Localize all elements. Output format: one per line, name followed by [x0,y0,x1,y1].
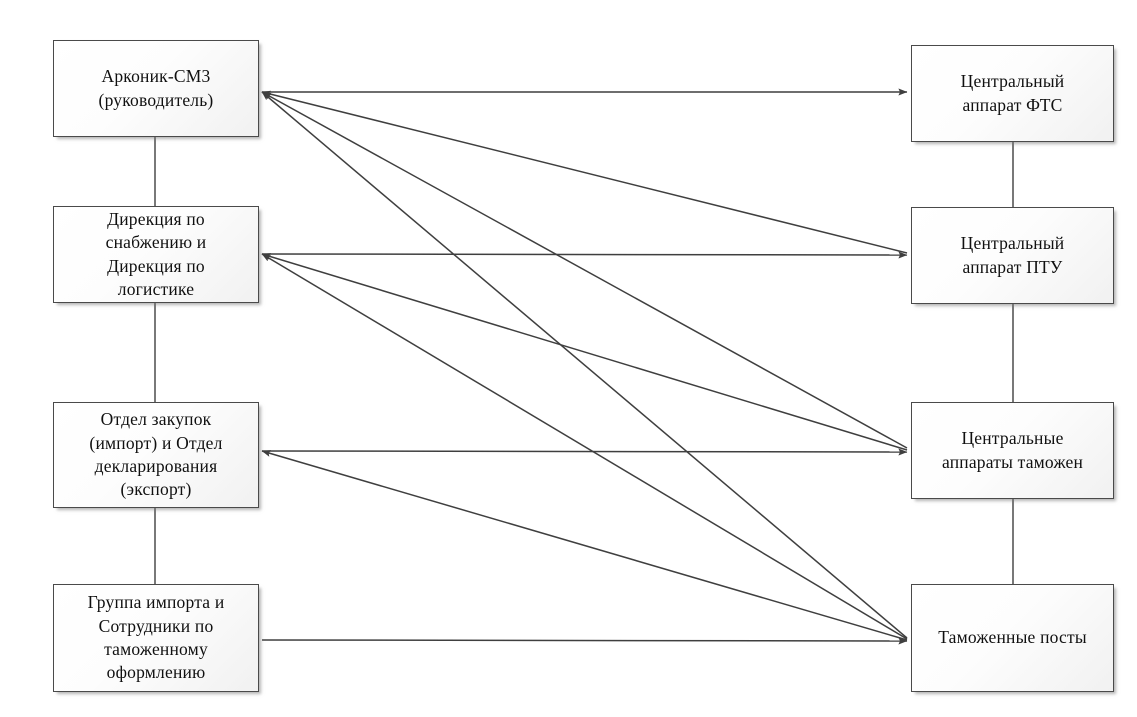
arrow-posty-to-otdel [261,450,908,641]
node-fts[interactable]: Центральный аппарат ФТС [911,45,1114,142]
arrow-direkciya-to-ptu [261,251,908,259]
node-label-fts: Центральный аппарат ФТС [960,71,1065,115]
node-label-ptu: Центральный аппарат ПТУ [960,233,1065,277]
arrow-connectors [261,88,908,645]
node-otdel[interactable]: Отдел закупок (импорт) и Отдел деклариро… [53,402,259,508]
arrow-tamozhni-to-direkciya [261,253,908,451]
node-label-otdel: Отдел закупок (импорт) и Отдел деклариро… [89,409,223,500]
arrow-ptu-to-arkonik [261,90,908,254]
node-label-gruppa: Группа импорта и Сотрудники по таможенно… [87,592,225,683]
arrow-otdel-to-tamozhni [261,448,908,456]
node-arkonik[interactable]: Арконик-СМ3 (руководитель) [53,40,259,137]
arrow-gruppa-to-posty [261,637,908,645]
vertical-connectors [154,137,1014,584]
node-label-tamozhni: Центральные аппараты таможен [941,428,1084,472]
node-posty[interactable]: Таможенные посты [911,584,1114,692]
node-ptu[interactable]: Центральный аппарат ПТУ [911,207,1114,304]
arrow-tamozhni-to-arkonik [261,91,908,449]
arrow-posty-to-direkciya [261,253,908,640]
node-label-arkonik: Арконик-СМ3 (руководитель) [98,66,214,110]
node-direkciya[interactable]: Дирекция по снабжению и Дирекция по логи… [53,206,259,303]
node-gruppa[interactable]: Группа импорта и Сотрудники по таможенно… [53,584,259,692]
node-label-direkciya: Дирекция по снабжению и Дирекция по логи… [105,208,207,299]
arrow-posty-to-arkonik [261,91,908,639]
node-label-posty: Таможенные посты [938,627,1087,648]
node-tamozhni[interactable]: Центральные аппараты таможен [911,402,1114,499]
